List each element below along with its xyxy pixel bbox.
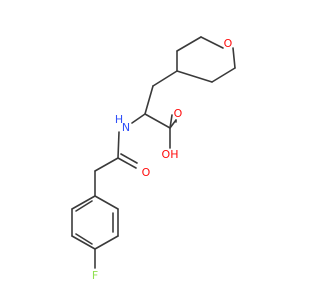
bond <box>94 195 119 210</box>
bond <box>131 113 146 124</box>
atom-oh: OH <box>162 148 179 161</box>
atom-f: F <box>92 269 98 282</box>
bond <box>75 200 93 212</box>
bond <box>120 153 138 164</box>
bond <box>144 113 171 129</box>
bond <box>117 131 120 159</box>
bond <box>71 195 96 210</box>
bond <box>200 36 224 49</box>
atom-nh-n: N <box>122 121 130 134</box>
bond <box>94 235 119 250</box>
tetrahydropyran-ring <box>176 36 236 83</box>
atom-nh-h: H <box>115 113 123 126</box>
bond <box>232 47 236 69</box>
fluorophenyl-ring <box>71 195 119 250</box>
atom-o-acid: O <box>174 107 183 120</box>
bond <box>211 67 236 83</box>
atom-o-ring: O <box>224 37 233 50</box>
bond <box>176 70 213 83</box>
bond <box>94 157 119 172</box>
atom-o-amide: O <box>142 166 151 179</box>
molecule-canvas: O H N O OH O F <box>71 36 236 282</box>
bond <box>71 235 96 250</box>
bond <box>176 36 202 52</box>
bond <box>152 70 178 87</box>
structure-diagram: O H N O OH O F <box>71 36 236 282</box>
bond <box>117 157 137 169</box>
bond <box>75 233 93 245</box>
bond <box>169 114 173 129</box>
bond <box>144 85 154 115</box>
